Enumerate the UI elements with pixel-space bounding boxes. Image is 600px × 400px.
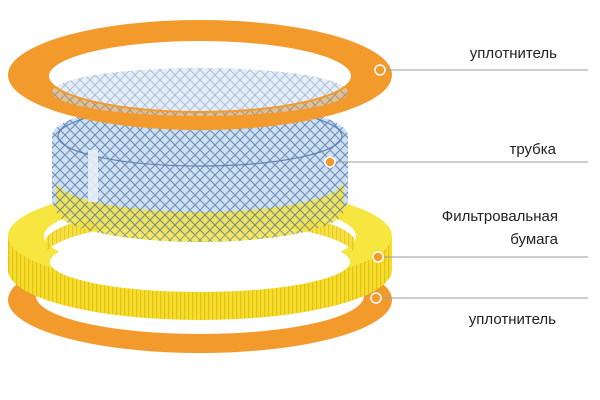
callout-dot [324, 156, 336, 168]
callout-dot [372, 251, 384, 263]
label-bottom-seal: уплотнитель [469, 311, 556, 328]
label-filter-paper-line1: Фильтровальная [442, 208, 558, 225]
label-filter-paper-line2: бумага [510, 231, 558, 248]
label-top-seal: уплотнитель [470, 45, 557, 62]
callout-dot [374, 64, 386, 76]
callout-dot [370, 292, 382, 304]
label-tube: трубка [509, 141, 556, 158]
callout-tube: трубка [324, 141, 588, 168]
callout-bottom-seal: уплотнитель [370, 292, 588, 328]
callout-filter-paper: Фильтровальная бумага [372, 208, 588, 263]
callout-top-seal: уплотнитель [374, 45, 588, 76]
top-seal-ring [8, 20, 392, 130]
